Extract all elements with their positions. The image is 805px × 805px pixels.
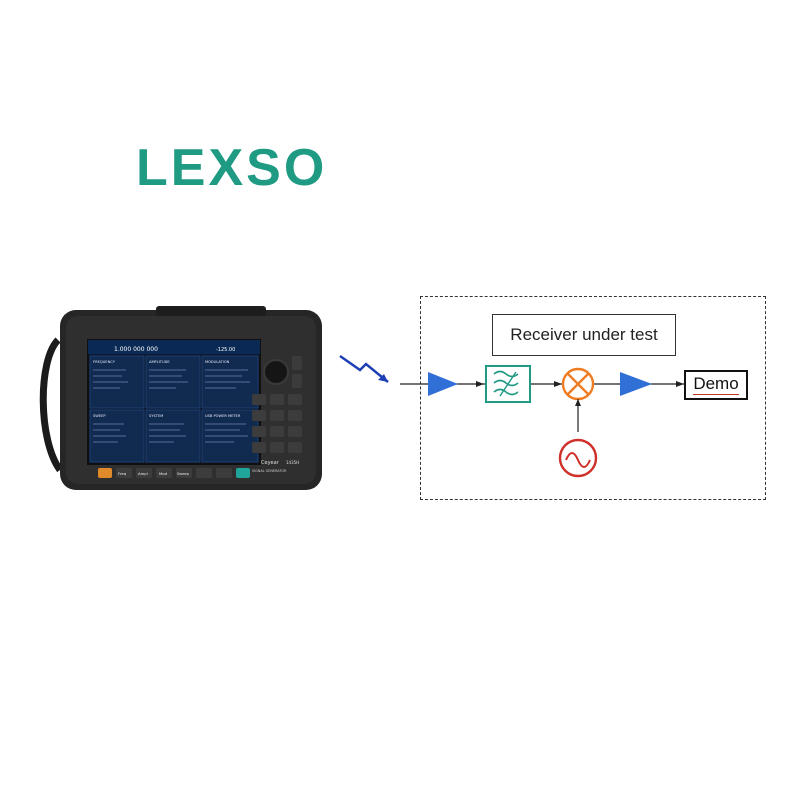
receiver-under-test-label: Receiver under test (492, 314, 676, 356)
panel-label: FREQUENCY (93, 360, 116, 364)
screen-frequency: 1.000 000 000 (114, 346, 158, 353)
block-diagram (400, 365, 684, 478)
panel-label: SWEEP (93, 414, 106, 418)
soft-key-label: Ampl (138, 471, 148, 476)
panel-label: SYSTEM (149, 414, 163, 418)
soft-key-label: Sweep (177, 472, 190, 476)
soft-key-label: Mod (159, 471, 168, 476)
device-model: 1435H (286, 460, 299, 465)
amplifier-icon (620, 372, 652, 396)
screen-amplitude: -125.00 (216, 347, 235, 353)
device-subtitle: SIGNAL GENERATOR (252, 469, 287, 473)
panel-label: MODULATION (205, 360, 230, 364)
rotary-knob (263, 359, 289, 385)
rf-signal-icon (339, 354, 389, 383)
demo-block: Demo (684, 370, 748, 400)
device-brand: Ceyear (261, 460, 280, 466)
receiver-boundary (420, 296, 766, 500)
signal-generator-device: 1.000 000 000 -125.00 FREQUENCY AMPLITUD… (39, 306, 322, 490)
panel-label: AMPLITUDE (149, 360, 170, 364)
amplifier-icon (428, 372, 458, 396)
device-handle (39, 337, 63, 473)
demo-label: Demo (693, 374, 739, 395)
soft-key-label: Freq (118, 471, 127, 476)
lexso-logo: LEXSO (136, 139, 328, 197)
preset-key (98, 468, 112, 478)
panel-label: USB POWER METER (205, 414, 241, 418)
